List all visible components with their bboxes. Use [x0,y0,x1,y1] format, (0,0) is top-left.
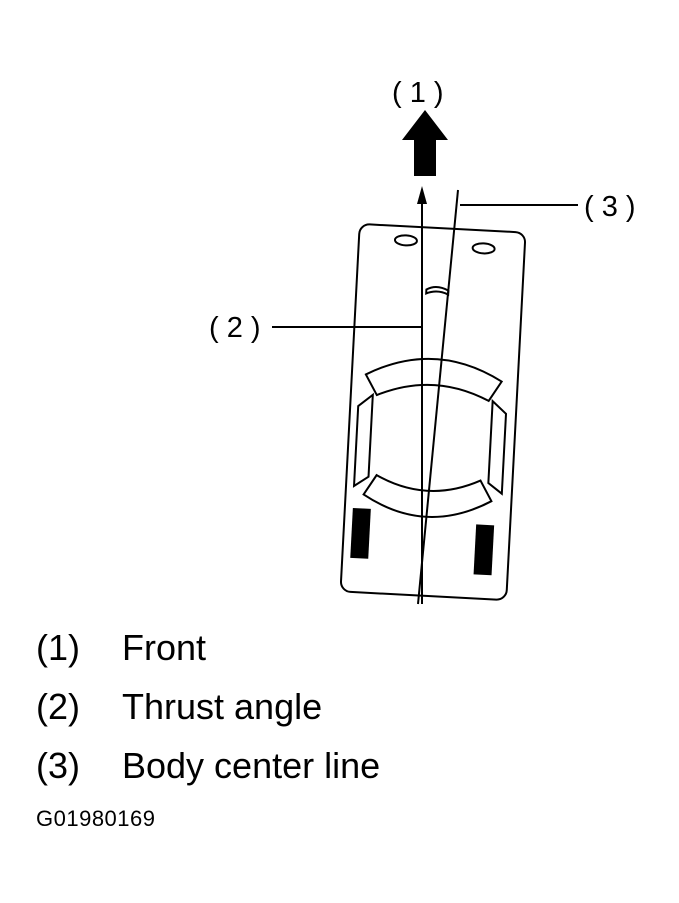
callout-body-line-label: ( 3 ) [584,191,636,223]
vehicle-body [339,223,527,601]
legend-row: (1) Front [36,618,636,677]
front-arrow-icon [402,110,448,176]
legend-row: (2) Thrust angle [36,677,636,736]
right-headlamp [471,242,496,255]
legend-row: (3) Body center line [36,736,636,795]
cabin-outline [352,357,508,518]
callout-front-label: ( 1 ) [392,77,444,109]
thrust-angle-diagram: ( 1 ) ( 3 ) ( 2 ) [209,77,636,605]
legend-number: (1) [36,626,80,668]
legend-text: Front [122,626,207,668]
legend: (1) Front (2) Thrust angle (3) Body cent… [36,618,636,795]
left-headlamp [393,234,418,247]
legend-number: (3) [36,744,80,786]
legend-text: Body center line [122,744,381,786]
rear-right-wheel [473,524,495,576]
thrust-line [417,186,427,604]
figure-id: G01980169 [36,806,156,831]
legend-text: Thrust angle [122,685,323,727]
body-center-line [417,189,459,605]
callout-thrust-label: ( 2 ) [209,312,261,344]
legend-number: (2) [36,685,80,727]
rear-left-wheel [350,507,371,559]
